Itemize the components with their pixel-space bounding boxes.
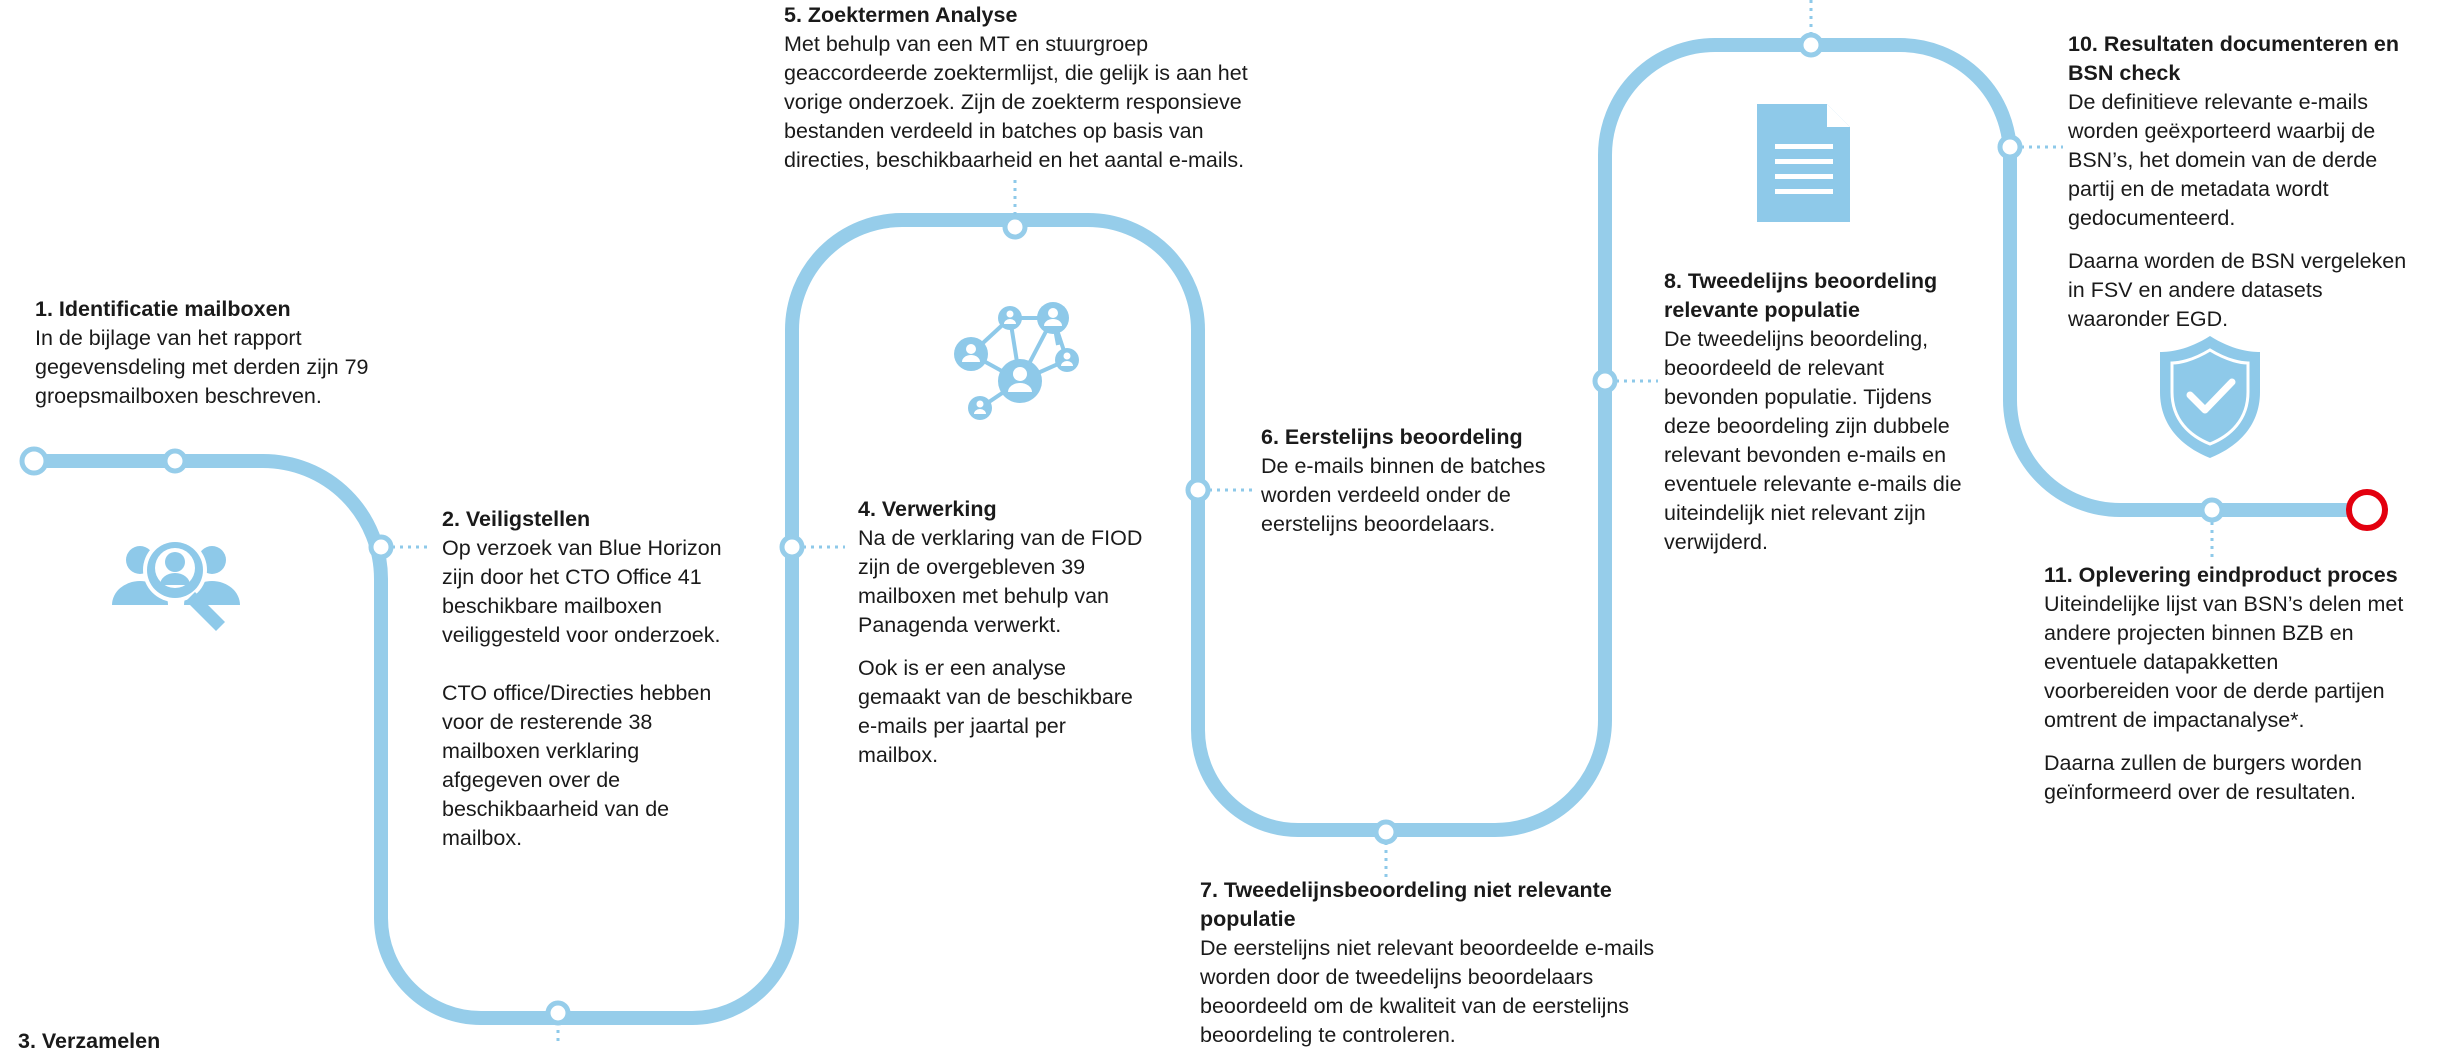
step-4-text-1: Na de verklaring van de FIOD zijn de ove… (858, 526, 1143, 637)
node-s5 (1002, 214, 1028, 240)
step-4-text-2: Ook is er een analyse gemaakt van de bes… (858, 656, 1133, 767)
node-s6 (1185, 477, 1211, 503)
node-s11 (2199, 497, 2225, 523)
step-11: 11. Oplevering eindproduct proces Uitein… (2044, 561, 2404, 807)
step-6-text: De e-mails binnen de batches worden verd… (1261, 454, 1546, 536)
step-4-title: 4. Verwerking (858, 497, 997, 521)
step-4: 4. Verwerking Na de verklaring van de FI… (858, 495, 1148, 770)
step-8: 8. Tweedelijns beoordeling relevante pop… (1664, 267, 1964, 557)
step-7-text: De eerstelijns niet relevant beoordeelde… (1200, 936, 1655, 1047)
step-2-text-1: Op verzoek van Blue Horizon zijn door he… (442, 536, 722, 647)
node-s1 (162, 448, 188, 474)
end-marker (2346, 489, 2388, 531)
network-icon (954, 302, 1079, 420)
step-11-title: 11. Oplevering eindproduct proces (2044, 563, 2398, 587)
step-1: 1. Identificatie mailboxen In de bijlage… (35, 295, 390, 411)
step-2: 2. Veiligstellen Op verzoek van Blue Hor… (442, 505, 722, 853)
node-s8 (1592, 368, 1618, 394)
step-5: 5. Zoektermen Analyse Met behulp van een… (784, 1, 1274, 175)
step-10-title: 10. Resultaten documenteren en BSN check (2068, 32, 2399, 85)
users-search-icon (112, 538, 240, 631)
step-7: 7. Tweedelijnsbeoordeling niet relevante… (1200, 876, 1690, 1050)
step-8-text: De tweedelijns beoordeling, beoordeeld d… (1664, 327, 1962, 554)
node-s9 (1798, 32, 1824, 58)
step-5-text: Met behulp van een MT en stuurgroep geac… (784, 32, 1248, 172)
step-1-text: In de bijlage van het rapport gegevensde… (35, 326, 369, 408)
step-10-text-2: Daarna worden de BSN vergeleken in FSV e… (2068, 249, 2407, 331)
step-1-title: 1. Identificatie mailboxen (35, 297, 291, 321)
document-icon (1757, 104, 1850, 222)
shield-check-icon (2160, 336, 2260, 458)
step-11-text-2: Daarna zullen de burgers worden geïnform… (2044, 751, 2362, 804)
step-6-title: 6. Eerstelijns beoordeling (1261, 425, 1523, 449)
node-s7 (1373, 819, 1399, 845)
process-track (34, 38, 2350, 1025)
step-7-title: 7. Tweedelijnsbeoordeling niet relevante… (1200, 878, 1612, 931)
step-10: 10. Resultaten documenteren en BSN check… (2068, 30, 2428, 334)
step-6: 6. Eerstelijns beoordeling De e-mails bi… (1261, 423, 1581, 539)
start-node (19, 446, 49, 476)
step-2-title: 2. Veiligstellen (442, 507, 591, 531)
step-10-text-1: De definitieve relevante e-mails worden … (2068, 90, 2378, 230)
step-2-text-2: CTO office/Directies hebben voor de rest… (442, 681, 712, 850)
node-s10 (1997, 134, 2023, 160)
step-8-title: 8. Tweedelijns beoordeling relevante pop… (1664, 269, 1938, 322)
step-11-text-1: Uiteindelijke lijst van BSN’s delen met … (2044, 592, 2404, 732)
step-5-title: 5. Zoektermen Analyse (784, 3, 1018, 27)
node-s2 (368, 534, 394, 560)
node-s3 (545, 1000, 571, 1026)
node-s4 (779, 534, 805, 560)
